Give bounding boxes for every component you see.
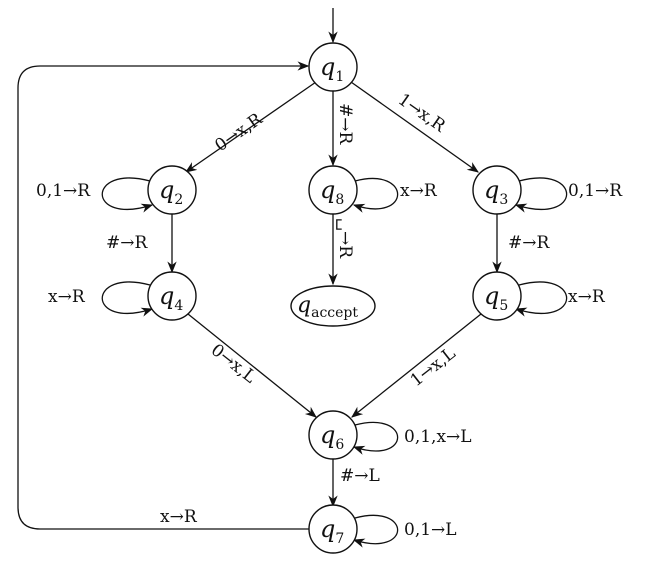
state-label: qaccept: [297, 293, 358, 321]
state-circle: [308, 165, 358, 215]
label-q7-q1: x→R: [160, 507, 198, 527]
label-q6-loop: 0,1,x→L: [404, 427, 472, 447]
state-label: q7: [320, 515, 344, 547]
label-q4-q6: 0→x,L: [207, 340, 260, 387]
label-q1-q3: 1→x,R: [394, 90, 450, 137]
label-q6-q7: #→L: [340, 466, 380, 486]
label-q3-loop: 0,1→R: [568, 181, 623, 201]
state-q6: q6: [308, 410, 358, 460]
state-q7: q7: [308, 504, 358, 554]
state-label: q3: [484, 176, 508, 208]
loop-q2: [101, 177, 154, 213]
label-q8-loop: x→R: [400, 181, 438, 201]
loop-q5: [514, 281, 568, 317]
edge-q1-q3: [350, 81, 479, 173]
edge-q4-q6: [187, 313, 317, 418]
label-q5-loop: x→R: [568, 287, 606, 307]
label-q7-loop: 0,1→L: [404, 520, 457, 540]
edge-q1-q2: [185, 81, 317, 173]
state-q8: q8: [308, 165, 358, 215]
state-circle: [472, 271, 522, 321]
label-q4-loop: x→R: [48, 287, 86, 307]
edge-q5-q6: [351, 313, 482, 418]
label-q1-q8: #→R: [335, 103, 355, 145]
loop-q8: [352, 177, 399, 213]
loop-q7: [352, 514, 399, 548]
state-q4: q4: [147, 271, 197, 321]
state-label: q1: [320, 53, 344, 85]
state-circle: [308, 42, 358, 92]
label-q8-accept: ␣→R: [335, 218, 355, 259]
label-q2-q4: #→R: [106, 233, 148, 253]
state-circle: [308, 410, 358, 460]
state-circle: [472, 165, 522, 215]
state-label: q5: [484, 282, 508, 314]
label-q3-q5: #→R: [508, 233, 550, 253]
loop-q4: [101, 281, 154, 317]
state-label: q8: [320, 176, 344, 208]
state-accept: qaccept: [290, 285, 376, 327]
state-circle: [147, 271, 197, 321]
edges: [17, 8, 568, 548]
loop-q6: [352, 421, 399, 455]
edge-q7-q1: [17, 61, 310, 530]
state-label: q6: [320, 421, 344, 453]
loop-q3: [514, 177, 568, 213]
state-q1: q1: [308, 42, 358, 92]
label-q1-q2: 0→x,R: [211, 109, 267, 156]
state-label: q2: [159, 176, 183, 208]
label-q2-loop: 0,1→R: [36, 181, 91, 201]
state-q5: q5: [472, 271, 522, 321]
state-circle: [147, 165, 197, 215]
state-label: q4: [159, 282, 183, 314]
state-q3: q3: [472, 165, 522, 215]
accept-state-ellipse: [290, 285, 376, 327]
state-q2: q2: [147, 165, 197, 215]
state-circle: [308, 504, 358, 554]
